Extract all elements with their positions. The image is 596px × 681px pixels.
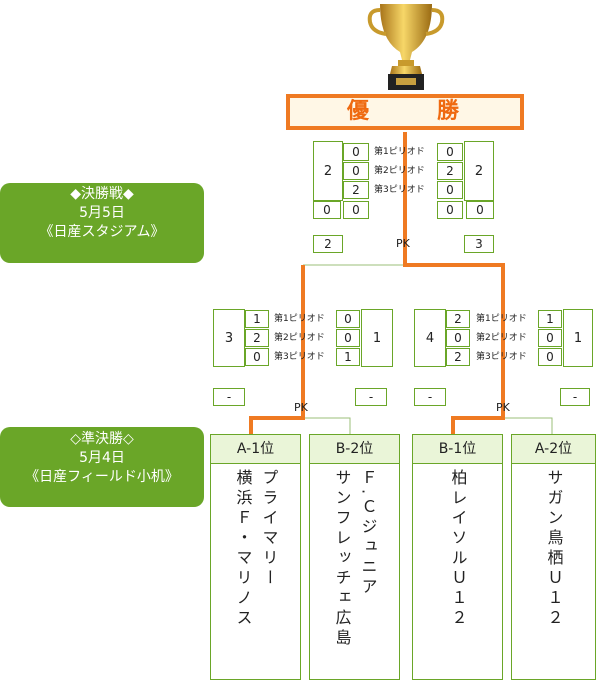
team-name-line-2: プライマリー [259, 469, 279, 589]
semi2-right-p3: 0 [538, 348, 562, 366]
semi1-period-3-label: 第3ピリオド [274, 352, 325, 362]
semi2-right-p2: 0 [538, 329, 562, 347]
team-card-a2: A-2位 サガン鳥栖Ｕ１２ [511, 434, 596, 680]
final-right-p2: 2 [437, 162, 463, 180]
team-card-b2: B-2位 サンフレッチェ広島 Ｆ.Ｃジュニア [309, 434, 400, 680]
final-right-p1: 0 [437, 143, 463, 161]
final-right-extra-2: 0 [466, 201, 494, 219]
final-right-p3: 0 [437, 181, 463, 199]
final-left-p1: 0 [343, 143, 369, 161]
semi1-left-pk: - [213, 388, 245, 406]
final-left-p2: 0 [343, 162, 369, 180]
semi1-pk-label: PK [294, 401, 308, 414]
team-name: 横浜Ｆ・マリノス プライマリー [211, 469, 300, 679]
semi1-left-p1: 1 [245, 310, 269, 328]
semi1-right-p1: 0 [336, 310, 360, 328]
semi1-left-total: 3 [213, 309, 245, 367]
semi2-left-pk: - [414, 388, 446, 406]
semi2-right-p1: 1 [538, 310, 562, 328]
semi2-pk-label: PK [496, 401, 510, 414]
semi1-right-p3: 1 [336, 348, 360, 366]
team-name-line-1: 柏レイソルＵ１２ [448, 469, 468, 629]
team-name-line-1: 横浜Ｆ・マリノス [233, 469, 253, 629]
semi1-right-p2: 0 [336, 329, 360, 347]
final-left-pk: 2 [313, 235, 343, 253]
final-period-3-label: 第3ピリオド [374, 185, 425, 195]
team-card-b1: B-1位 柏レイソルＵ１２ [412, 434, 503, 680]
semi2-left-p3: 2 [446, 348, 470, 366]
final-period-2-label: 第2ピリオド [374, 166, 425, 176]
champion-banner: 優勝 [286, 94, 524, 130]
final-right-extra-1: 0 [437, 201, 463, 219]
team-rank: A-2位 [512, 435, 595, 464]
team-name: サガン鳥栖Ｕ１２ [512, 469, 595, 679]
team-rank: A-1位 [211, 435, 300, 464]
semi-title: ◇準決勝◇ [70, 431, 134, 447]
semi-stage-label: ◇準決勝◇ 5月4日 《日産フィールド小机》 [0, 427, 204, 507]
team-name-line-1: サンフレッチェ広島 [332, 469, 352, 649]
final-date: 5月5日 [79, 205, 125, 221]
semi1-period-1-label: 第1ピリオド [274, 314, 325, 324]
final-period-1-label: 第1ピリオド [374, 147, 425, 157]
final-left-extra-2: 0 [343, 201, 369, 219]
final-title: ◆決勝戦◆ [70, 186, 134, 202]
semi2-right-pk: - [560, 388, 590, 406]
champion-char-2: 勝 [436, 99, 463, 124]
team-rank: B-2位 [310, 435, 399, 464]
semi1-right-pk: - [355, 388, 387, 406]
final-stage-label: ◆決勝戦◆ 5月5日 《日産スタジアム》 [0, 183, 204, 263]
semi1-period-2-label: 第2ピリオド [274, 333, 325, 343]
semi1-left-p2: 2 [245, 329, 269, 347]
final-left-p3: 2 [343, 181, 369, 199]
final-right-pk: 3 [464, 235, 494, 253]
semi1-right-total: 1 [361, 309, 393, 367]
team-card-a1: A-1位 横浜Ｆ・マリノス プライマリー [210, 434, 301, 680]
semi2-period-3-label: 第3ピリオド [476, 352, 527, 362]
semi2-left-total: 4 [414, 309, 446, 367]
final-right-total: 2 [464, 141, 494, 201]
final-left-total: 2 [313, 141, 343, 201]
semi1-left-p3: 0 [245, 348, 269, 366]
champion-char-1: 優 [346, 99, 373, 124]
semi-date: 5月4日 [79, 450, 125, 466]
team-name-line-1: サガン鳥栖Ｕ１２ [544, 469, 564, 629]
semi2-left-p2: 0 [446, 329, 470, 347]
semi2-right-total: 1 [563, 309, 593, 367]
semi2-period-1-label: 第1ピリオド [476, 314, 527, 324]
final-pk-label: PK [396, 237, 410, 250]
trophy-icon [367, 4, 445, 90]
semi2-period-2-label: 第2ピリオド [476, 333, 527, 343]
final-venue: 《日産スタジアム》 [39, 224, 165, 240]
team-name: サンフレッチェ広島 Ｆ.Ｃジュニア [310, 469, 399, 679]
semi-venue: 《日産フィールド小机》 [25, 469, 179, 485]
final-left-extra-1: 0 [313, 201, 341, 219]
team-name: 柏レイソルＵ１２ [413, 469, 502, 679]
team-rank: B-1位 [413, 435, 502, 464]
semi2-left-p1: 2 [446, 310, 470, 328]
team-name-line-2: Ｆ.Ｃジュニア [358, 469, 378, 599]
